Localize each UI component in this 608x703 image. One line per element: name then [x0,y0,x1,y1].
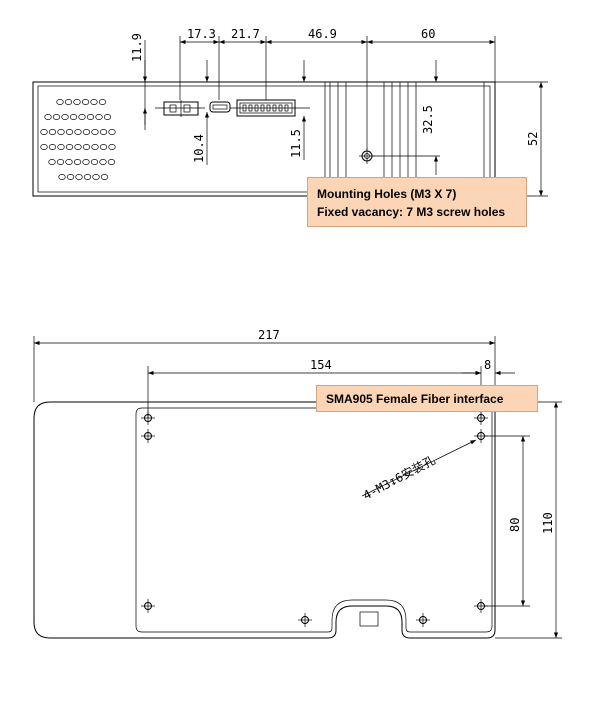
vent-hole [57,129,65,135]
vent-hole [99,129,108,135]
dim-52: 52 [526,132,540,146]
vent-hole [78,114,86,120]
vent-hole [99,159,107,165]
fiber-interface-callout: SMA905 Female Fiber interface [316,385,538,412]
dim-217: 217 [258,328,280,342]
vent-hole [108,144,116,150]
bottom-inner-plate [135,407,493,633]
vent-hole [57,144,65,150]
vent-hole [40,144,48,150]
top-body-outline [32,81,496,197]
vent-hole [95,114,103,120]
screw-hole [141,599,155,613]
vent-hole [64,99,73,105]
dim-80: 80 [508,518,522,532]
vent-hole [56,159,65,165]
vent-hole [75,174,83,180]
vent-hole [61,114,69,120]
bottom-body-outline [33,401,496,639]
dim-32-5: 32.5 [421,105,435,134]
vent-hole [103,114,112,120]
vent-hole [91,129,99,135]
vent-hole [82,129,91,135]
dim-17-3: 17.3 [187,27,216,41]
vent-hole [91,144,99,150]
fiber-interface-title: SMA905 Female Fiber interface [326,392,504,406]
dim-154: 154 [310,358,332,372]
vent-hole [48,129,57,135]
screw-hole [298,613,312,627]
mounting-holes-desc: Fixed vacancy: 7 M3 screw holes [317,205,506,219]
vent-hole [48,144,57,150]
screw-holes [141,411,488,627]
vent-hole [65,159,73,165]
screw-hole [416,613,430,627]
screw-hole [141,429,155,443]
top-view: 17.3 21.7 46.9 60 11.9 10.4 11.5 32.5 52 [32,27,548,197]
vent-hole [81,99,90,105]
vent-hole [90,99,98,105]
dim-8: 8 [484,358,491,372]
mounting-holes-title: Mounting Holes (M3 X 7) [317,187,457,201]
vent-hole [73,159,82,165]
vent-hole [73,99,81,105]
vent-hole [52,114,61,120]
vent-hole [86,114,95,120]
vent-hole [65,144,74,150]
vent-hole [92,174,100,180]
vent-hole [48,159,56,165]
vent-hole [98,99,107,105]
hole-spec-label: 4-M3↧6安装孔 [360,452,437,503]
vent-hole [82,144,91,150]
top-body-inner-outline [37,85,491,193]
vent-hole [65,129,74,135]
multi-pin-connector [230,99,310,117]
dim-110: 110 [541,512,555,534]
vent-hole [56,99,64,105]
usb-connector [209,101,231,113]
dim-11-9: 11.9 [130,33,144,62]
vent-holes [40,99,116,180]
dim-11-5: 11.5 [289,129,303,158]
dim-10-4: 10.4 [192,134,206,163]
dim-21-7: 21.7 [231,27,260,41]
vent-hole [74,129,82,135]
dim-46-9: 46.9 [308,27,337,41]
vent-hole [58,174,66,180]
vent-hole [74,144,82,150]
vent-hole [107,159,116,165]
mounting-holes-callout: Mounting Holes (M3 X 7) Fixed vacancy: 7… [307,177,527,227]
vent-hole [44,114,52,120]
vent-hole [100,174,109,180]
vent-hole [69,114,78,120]
vent-hole [99,144,108,150]
vent-hole [40,129,48,135]
bottom-view: 217 154 8 80 110 4-M3↧6安装孔 [33,328,562,639]
fiber-interface-stub [359,611,379,627]
vent-hole [90,159,99,165]
vent-hole [82,159,90,165]
dim-60: 60 [421,27,435,41]
power-connector [155,100,205,117]
vent-hole [83,174,92,180]
vent-hole [108,129,116,135]
vent-hole [66,174,75,180]
